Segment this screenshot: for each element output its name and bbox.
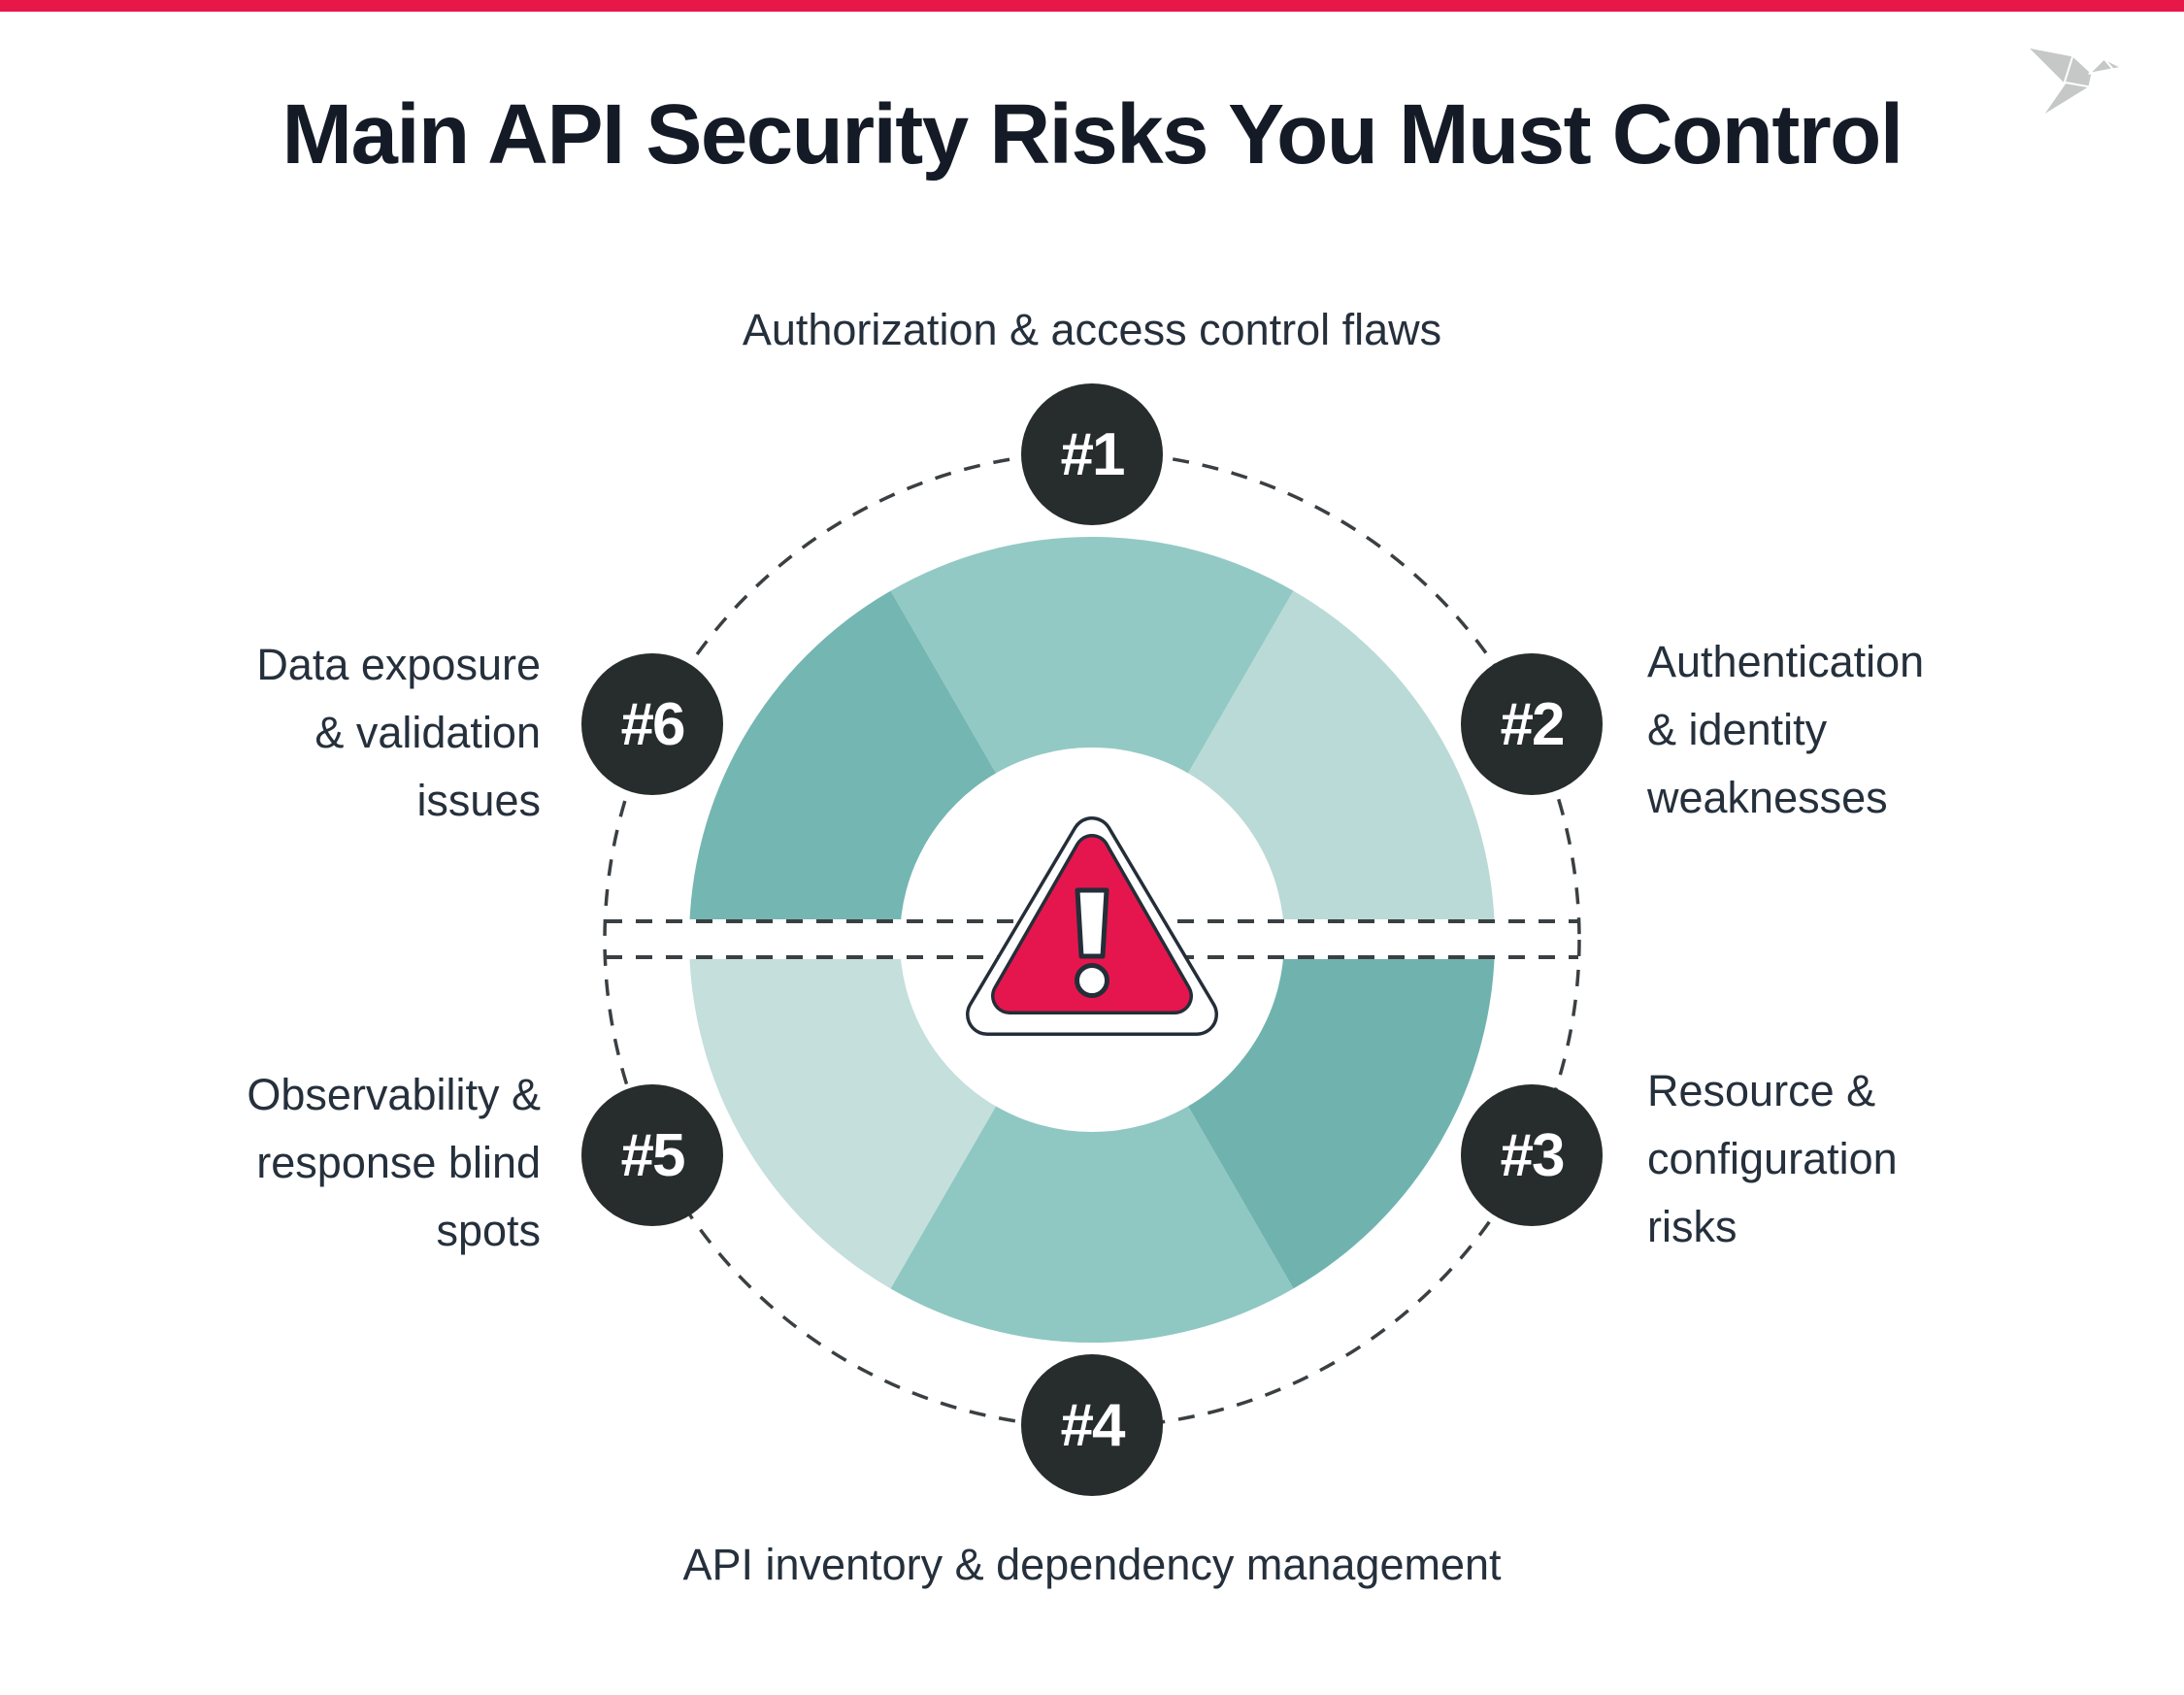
origami-bird-logo xyxy=(2026,46,2123,118)
label-authorization-access-control: Authorization & access control flaws xyxy=(0,296,2184,364)
label-line: configuration xyxy=(1647,1134,1898,1183)
segment-1 xyxy=(890,537,1294,774)
badge-6: #6 xyxy=(581,653,723,795)
label-line: issues xyxy=(416,776,541,825)
label-line: response blind xyxy=(256,1138,541,1187)
top-accent-bar xyxy=(0,0,2184,12)
label-authentication-identity: Authentication & identity weaknesses xyxy=(1647,628,1924,832)
label-line: weaknesses xyxy=(1647,773,1888,822)
label-observability-response: Observability & response blind spots xyxy=(97,1061,541,1265)
warning-triangle-icon xyxy=(966,816,1218,1036)
donut-segments xyxy=(689,537,1495,1343)
badge-2: #2 xyxy=(1461,653,1603,795)
label-line: Data exposure xyxy=(256,640,541,689)
label-line: Authentication xyxy=(1647,637,1925,686)
label-line: Authorization & access control flaws xyxy=(742,305,1442,354)
label-line: Resource & xyxy=(1647,1066,1876,1115)
segment-5 xyxy=(689,940,996,1289)
label-line: API inventory & dependency management xyxy=(682,1540,1502,1589)
page-title: Main API Security Risks You Must Control xyxy=(281,87,1904,182)
segment-6 xyxy=(689,590,996,940)
label-line: & identity xyxy=(1647,705,1828,754)
label-line: Observability & xyxy=(247,1070,541,1119)
segment-2 xyxy=(1188,590,1495,940)
badge-5: #5 xyxy=(581,1084,723,1226)
badge-1: #1 xyxy=(1021,383,1163,525)
segment-4 xyxy=(890,1106,1294,1343)
badge-4: #4 xyxy=(1021,1354,1163,1496)
badge-3: #3 xyxy=(1461,1084,1603,1226)
segment-3 xyxy=(1188,940,1495,1289)
label-line: risks xyxy=(1647,1202,1737,1251)
bird-tail-facet xyxy=(2040,82,2092,118)
label-data-exposure-validation: Data exposure & validation issues xyxy=(97,631,541,835)
exclamation-bar xyxy=(1075,887,1109,959)
exclamation-dot xyxy=(1075,963,1109,998)
label-line: spots xyxy=(436,1206,541,1255)
label-resource-configuration: Resource & configuration risks xyxy=(1647,1057,1898,1261)
label-api-inventory-dependency: API inventory & dependency management xyxy=(0,1531,2184,1599)
label-line: & validation xyxy=(314,708,541,757)
bird-beak-facet xyxy=(2102,57,2123,71)
